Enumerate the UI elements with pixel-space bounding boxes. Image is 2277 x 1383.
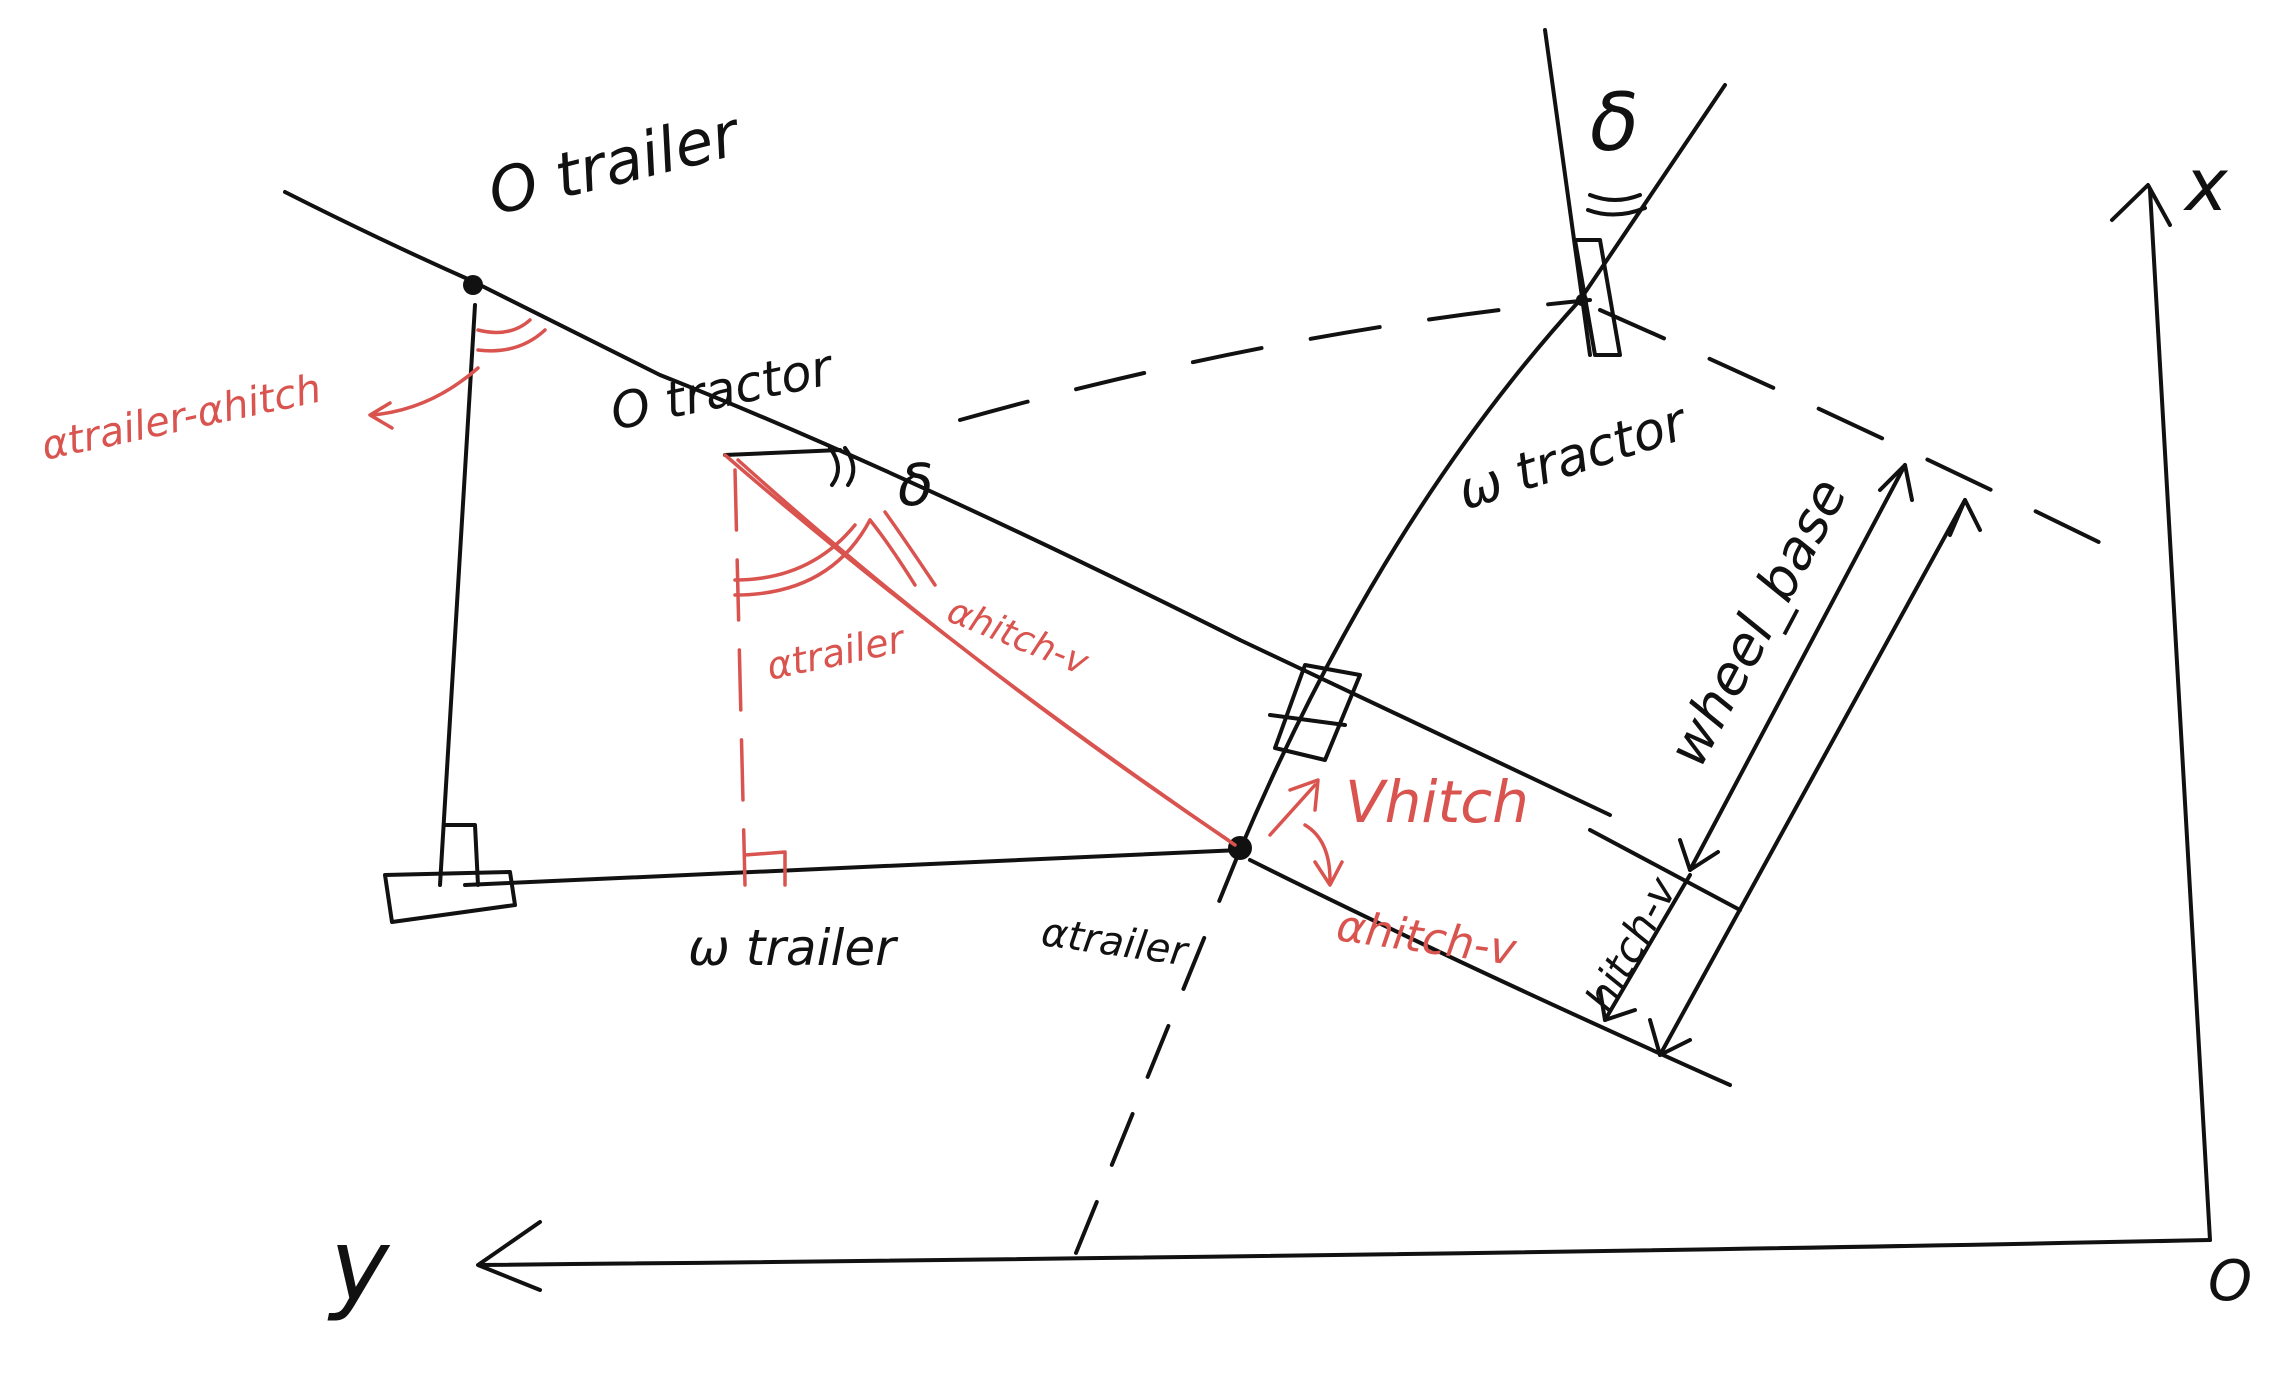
wheel-base-dimension-line bbox=[1688, 463, 1907, 872]
dashed-front-to-right-line bbox=[1598, 308, 2117, 552]
red-alpha-hitch-v-arc bbox=[1303, 823, 1332, 882]
red-alpha-trailer-arc-2 bbox=[733, 518, 872, 597]
wheel-base-arrow-top bbox=[1878, 463, 1914, 502]
label-alpha-trailer-red: αtrailer bbox=[763, 616, 910, 688]
label-alpha-trailer-minus-hitch: αtrailer-αhitch bbox=[38, 366, 326, 470]
label-wheel-base: wheel_base bbox=[1656, 468, 1860, 776]
red-alpha-hitch-v-arrowhead bbox=[1313, 860, 1344, 887]
delta-mid-arc bbox=[828, 446, 840, 487]
red-vhitch-arrow bbox=[1268, 783, 1317, 837]
red-tractor-to-hitch-line-2 bbox=[736, 458, 1230, 842]
hitch-down-line bbox=[1063, 848, 1242, 1282]
x-axis bbox=[2148, 188, 2212, 1242]
y-axis bbox=[478, 1238, 2212, 1267]
hitch-v-arrow-bottom bbox=[1598, 988, 1637, 1022]
label-delta-top: δ bbox=[1590, 76, 1639, 169]
trailer-axle-line bbox=[463, 848, 1242, 887]
total-dimension-line bbox=[1658, 498, 1967, 1057]
front-wheel bbox=[1573, 238, 1622, 357]
label-alpha-hitch-v-low: αhitch-v bbox=[1333, 900, 1520, 976]
delta-top-arc bbox=[1588, 193, 1642, 202]
delta-top-arc-2 bbox=[1586, 206, 1647, 217]
red-vhitch-arrowhead bbox=[1288, 778, 1320, 812]
x-axis-arrowhead bbox=[2110, 183, 2172, 227]
y-axis-arrowhead bbox=[476, 1220, 542, 1292]
label-delta-mid: δ bbox=[898, 451, 934, 519]
hitch-lower-extension-line bbox=[1248, 858, 1732, 1087]
red-o-trailer-arc-1 bbox=[476, 318, 532, 335]
trailer-heading-line bbox=[283, 190, 1242, 642]
trailer-vertical-line bbox=[438, 303, 477, 887]
total-arrow-bottom bbox=[1648, 1018, 1692, 1057]
label-hitch-v: hitch-v bbox=[1576, 868, 1688, 1020]
label-axis-y: y bbox=[327, 1207, 391, 1324]
tractor-rear-wheel bbox=[1273, 663, 1362, 762]
steering-axis-line bbox=[1543, 28, 1592, 357]
label-o-trailer: O trailer bbox=[481, 96, 749, 229]
hitch-point bbox=[1228, 836, 1252, 860]
delta-mid-arc-2 bbox=[843, 446, 856, 487]
red-pointer-arrowhead bbox=[368, 401, 394, 430]
o-trailer-point bbox=[463, 275, 483, 295]
label-alpha-hitch-v-mid: αhitch-v bbox=[942, 590, 1095, 684]
label-o-tractor: O tractor bbox=[605, 338, 840, 442]
label-origin: O bbox=[2208, 1249, 2252, 1314]
label-axis-x: x bbox=[2183, 143, 2229, 227]
label-alpha-trailer-black: αtrailer bbox=[1039, 909, 1193, 975]
red-alpha-hitch-arc bbox=[868, 518, 917, 587]
wheel-base-arrow-bottom bbox=[1678, 838, 1720, 872]
label-omega-trailer: ω trailer bbox=[688, 919, 899, 977]
tractor-rear-wheel-axle bbox=[1268, 713, 1347, 727]
red-o-trailer-arc-2 bbox=[476, 328, 547, 353]
red-alpha-hitch-arc-2 bbox=[883, 510, 937, 587]
trailer-right-angle-mark bbox=[443, 823, 480, 887]
hitch-axle-short-line bbox=[1588, 828, 1742, 912]
red-alpha-trailer-hitch-pointer bbox=[370, 366, 480, 417]
red-alpha-trailer-arc bbox=[733, 523, 857, 582]
tractor-wheelbase-line bbox=[1238, 83, 1727, 852]
red-dashed-vertical bbox=[733, 468, 747, 887]
red-right-angle-mark bbox=[743, 850, 787, 887]
front-axle-point bbox=[1576, 294, 1588, 306]
total-arrow-top bbox=[1948, 498, 1982, 537]
trailer-wheel bbox=[383, 870, 517, 924]
delta-mid-line bbox=[723, 448, 842, 457]
hitch-v-dimension-line bbox=[1603, 873, 1692, 1022]
label-v-hitch: Vhitch bbox=[1345, 768, 1529, 836]
